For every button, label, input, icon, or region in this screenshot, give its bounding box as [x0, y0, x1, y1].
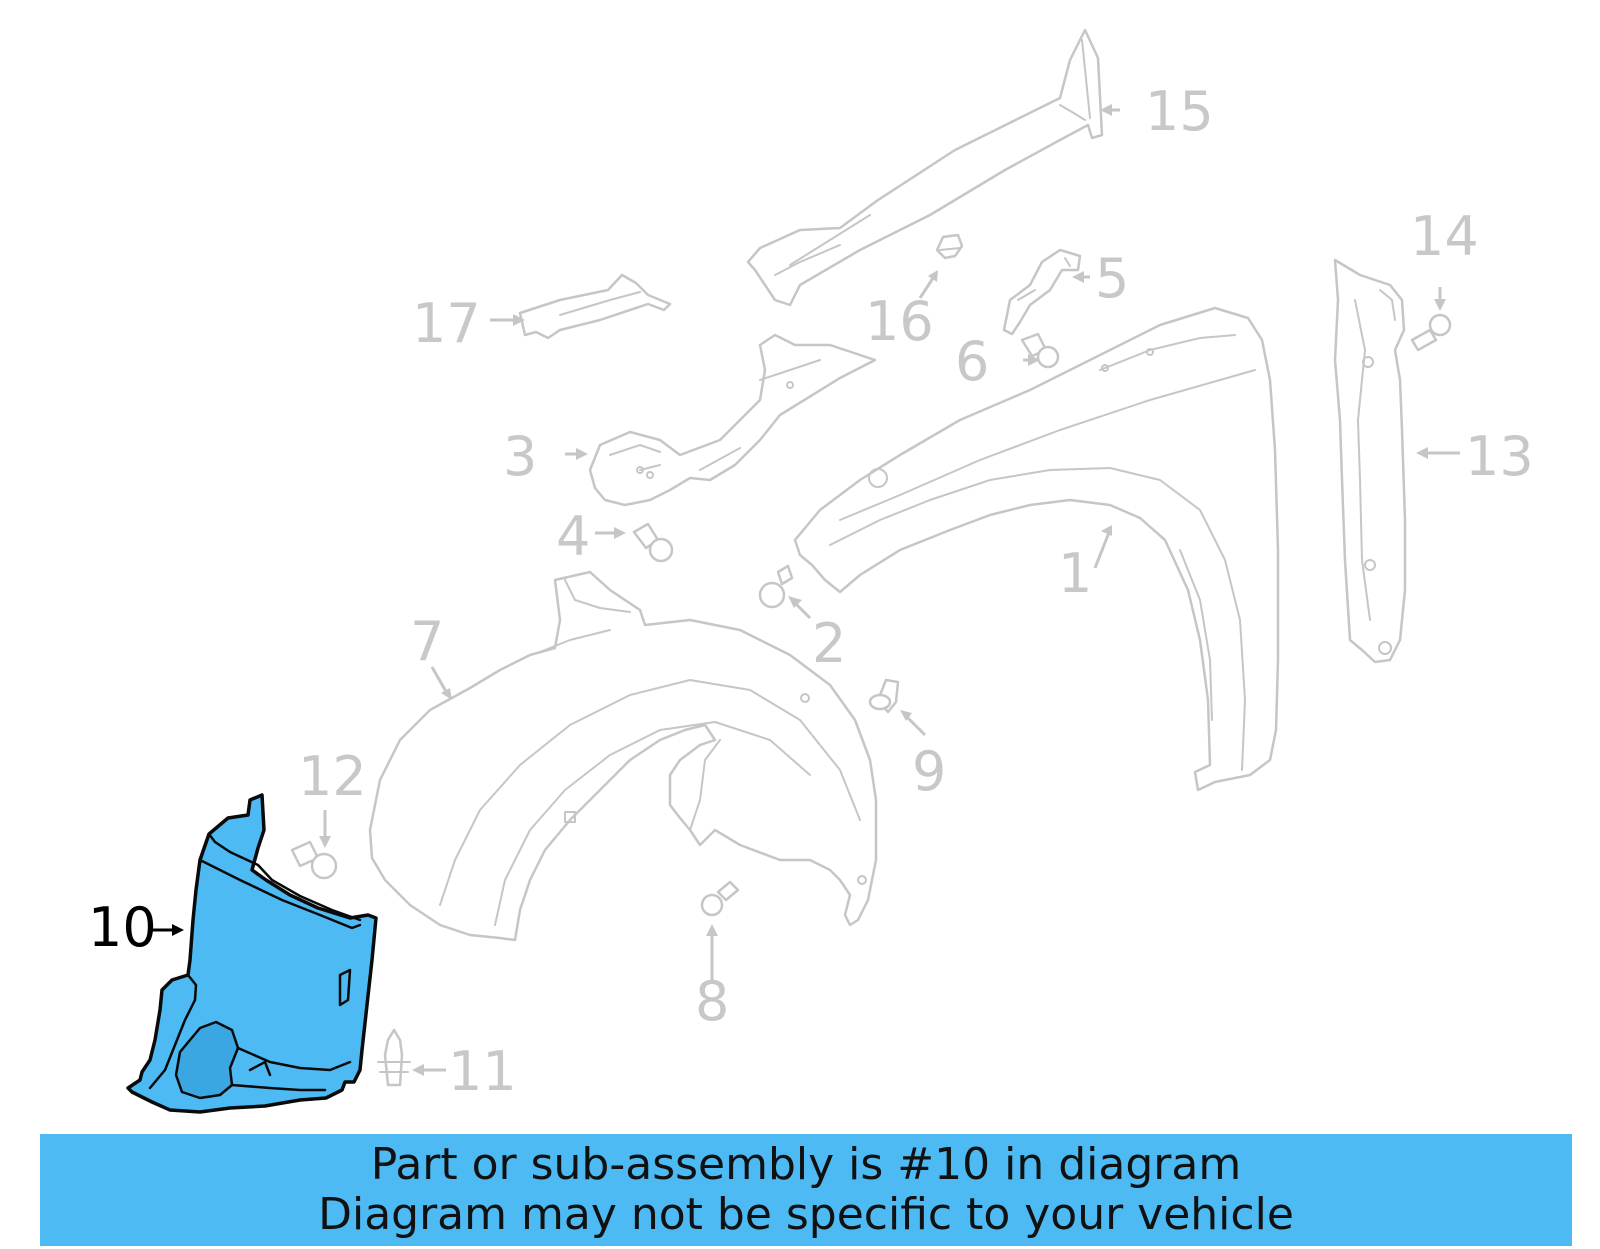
banner-line-1: Part or sub-assembly is #10 in diagram: [370, 1139, 1242, 1190]
part-2-bolt[interactable]: [758, 564, 794, 609]
part-10-splash-shield[interactable]: [126, 793, 378, 1114]
callout-11: 11: [448, 1040, 517, 1103]
part-13-seal[interactable]: [1333, 258, 1407, 664]
callout-12: 12: [298, 745, 367, 808]
part-5-bracket[interactable]: [1002, 248, 1082, 336]
part-15-rail[interactable]: [746, 28, 1104, 307]
part-6-bolt[interactable]: [1020, 332, 1060, 369]
callout-13: 13: [1465, 425, 1534, 488]
callout-labels: 15 5 16 14 17 6 3 13 4 1 7 2 12 9 8 11 1…: [88, 80, 1534, 1103]
part-4-bolt[interactable]: [632, 522, 674, 563]
part-7-liner[interactable]: [368, 570, 878, 942]
part-3-brace[interactable]: [588, 333, 877, 507]
part-11-clip[interactable]: [377, 1028, 411, 1087]
callout-8: 8: [695, 970, 729, 1033]
info-banner: Part or sub-assembly is #10 in diagram D…: [40, 1134, 1572, 1246]
part-1-fender[interactable]: [793, 306, 1280, 792]
part-16-clip[interactable]: [935, 233, 964, 260]
callout-2: 2: [812, 612, 846, 675]
part-12-screw[interactable]: [290, 840, 338, 880]
leader-arrowheads: [172, 104, 1446, 1076]
part-8-screw[interactable]: [700, 880, 740, 917]
part-9-clip[interactable]: [868, 678, 900, 714]
callout-10: 10: [88, 896, 157, 959]
banner-line-2: Diagram may not be specific to your vehi…: [318, 1189, 1294, 1240]
callout-16: 16: [865, 290, 934, 353]
callout-4: 4: [556, 505, 590, 568]
callout-9: 9: [912, 740, 946, 803]
callout-14: 14: [1410, 205, 1479, 268]
callout-6: 6: [955, 330, 989, 393]
part-14-screw[interactable]: [1410, 313, 1452, 352]
callout-1: 1: [1058, 542, 1092, 605]
callout-17: 17: [412, 292, 481, 355]
callout-3: 3: [503, 425, 537, 488]
part-17-bracket[interactable]: [518, 273, 672, 340]
callout-15: 15: [1145, 80, 1214, 143]
callout-5: 5: [1095, 247, 1129, 310]
callout-7: 7: [410, 610, 444, 673]
